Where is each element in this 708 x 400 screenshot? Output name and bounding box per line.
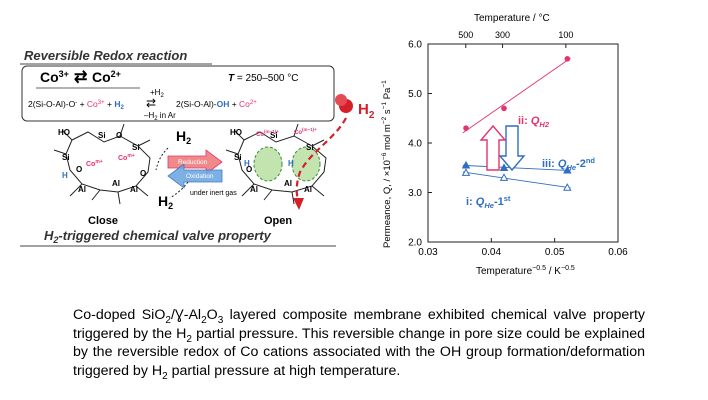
data-point-1	[461, 160, 471, 169]
h2-red-label: H2	[358, 101, 375, 121]
inert-gas-label: under inert gas	[190, 190, 237, 197]
h2-molecule-icon-2	[335, 94, 347, 106]
com-minus-label-2: Co(m−1)+	[294, 127, 317, 136]
svg-text:Si: Si	[62, 153, 70, 162]
svg-text:HO: HO	[58, 128, 70, 137]
h2-in-arrow-icon	[155, 147, 169, 171]
oxidation-label: Oxidation	[186, 173, 214, 180]
close-structure	[53, 123, 151, 205]
close-label: Close	[88, 215, 118, 227]
y-tick-label: 4.0	[408, 139, 422, 150]
y-axis-label: Permeance, Q, / ×10−6 mol m−2 s−1 Pa−1	[381, 80, 393, 248]
svg-text:Al: Al	[250, 185, 258, 194]
svg-text:Si: Si	[306, 143, 314, 152]
open-structure	[225, 123, 327, 205]
svg-text:Si: Si	[132, 143, 140, 152]
fit-line-0	[462, 57, 571, 134]
series-label-iii: iii: QHe-2nd	[542, 156, 595, 172]
data-point-0	[501, 105, 507, 112]
com-minus-label-1: Co(m−1)+	[256, 129, 279, 138]
h2-bottom-label: H2	[158, 193, 173, 211]
svg-text:O: O	[246, 165, 252, 174]
y-tick-label: 5.0	[408, 89, 422, 100]
top-axis-label: Temperature / °C	[474, 13, 550, 24]
reduction-label: Reduction	[178, 159, 208, 166]
down-arrow-icon	[498, 125, 526, 172]
svg-text:Al: Al	[112, 179, 120, 188]
fit-line-2	[462, 171, 571, 189]
com-plus-label-1: Com+	[86, 159, 103, 168]
x-tick-label: 0.06	[608, 247, 628, 258]
fit-line-1	[462, 164, 571, 171]
close-atoms: HO Si O Si Si O H O Al Al Al	[58, 128, 146, 194]
caption-paragraph: Co-doped SiO2/Ɣ-Al2O3 layered composite …	[73, 307, 646, 382]
svg-text:HO: HO	[230, 128, 242, 137]
svg-text:Al: Al	[284, 179, 292, 188]
h2-top-label: H2	[176, 128, 191, 146]
top-tick-label: 300	[495, 30, 510, 40]
equilibrium-arrow-icon: ⇄	[74, 69, 87, 86]
data-point-2	[461, 168, 471, 176]
y-tick-label: 6.0	[408, 40, 422, 51]
svg-text:Si: Si	[98, 131, 106, 140]
svg-text:Al: Al	[304, 185, 312, 194]
x-axis-label: Temperature−0.5 / K−0.5	[476, 265, 575, 277]
data-point-0	[564, 56, 571, 62]
svg-text:H: H	[62, 171, 68, 180]
reaction-box	[21, 65, 335, 122]
open-atoms: HO Si Si Si O H Al Al Al H	[230, 128, 314, 194]
series-label-ii: ii: QH2	[518, 115, 550, 129]
svg-text:H: H	[288, 159, 294, 168]
minus-h2-label: –H2 in Ar	[144, 111, 176, 122]
h2-out-arrow-icon	[169, 181, 189, 199]
data-point-2	[499, 173, 509, 181]
reaction-equation-right: 2(Si-O-Al)-OH + Co2+	[176, 99, 257, 109]
svg-text:H: H	[244, 159, 250, 168]
equation-arrow-icon: ⇄	[146, 96, 156, 110]
data-point-2	[563, 183, 572, 191]
permeance-chart: 0.03 0.04 0.05 0.06 2.0 3.0 4.0 5.0 6.0 500 300 100…	[381, 13, 628, 277]
pore-1	[253, 146, 283, 182]
y-tick-label: 3.0	[408, 188, 422, 199]
chemical-valve-subtitle: H2-triggered chemical valve property	[44, 228, 272, 245]
svg-text:O: O	[140, 169, 146, 178]
data-point-1	[499, 163, 509, 171]
svg-text:O: O	[116, 131, 122, 140]
svg-text:Al: Al	[78, 185, 86, 194]
x-tick-label: 0.03	[418, 247, 438, 258]
svg-text:Si: Si	[234, 153, 242, 162]
svg-text:Si: Si	[270, 131, 278, 140]
top-tick-label: 500	[458, 30, 473, 40]
h2-red-arrowhead-icon	[293, 198, 304, 210]
x-tick-label: 0.04	[482, 247, 502, 258]
data-point-0	[463, 125, 469, 131]
co3-label: Co3+	[40, 69, 69, 85]
y-tick-label: 2.0	[408, 238, 422, 249]
open-label: Open	[264, 215, 292, 227]
plus-h2-label: +H2	[150, 88, 164, 99]
temperature-label: T = 250–500 °C	[228, 73, 298, 84]
h2-red-path-icon	[295, 117, 347, 201]
x-tick-label: 0.05	[545, 247, 565, 258]
svg-text:O: O	[76, 165, 82, 174]
reaction-equation: 2(Si-O-Al)-O- + Co3+ + H2	[28, 99, 124, 111]
plot-frame	[427, 43, 619, 243]
series-label-i: i: QHe-1st	[466, 194, 511, 210]
data-point-1	[563, 165, 572, 174]
oxidation-arrow-icon	[167, 163, 223, 189]
redox-title: Reversible Redox reaction	[24, 48, 187, 63]
up-arrow-icon	[479, 124, 507, 171]
top-tick-label: 100	[558, 30, 573, 40]
com-plus-label-2: Com+	[118, 153, 135, 162]
co2-label: Co2+	[92, 69, 121, 85]
svg-text:Al: Al	[130, 185, 138, 194]
